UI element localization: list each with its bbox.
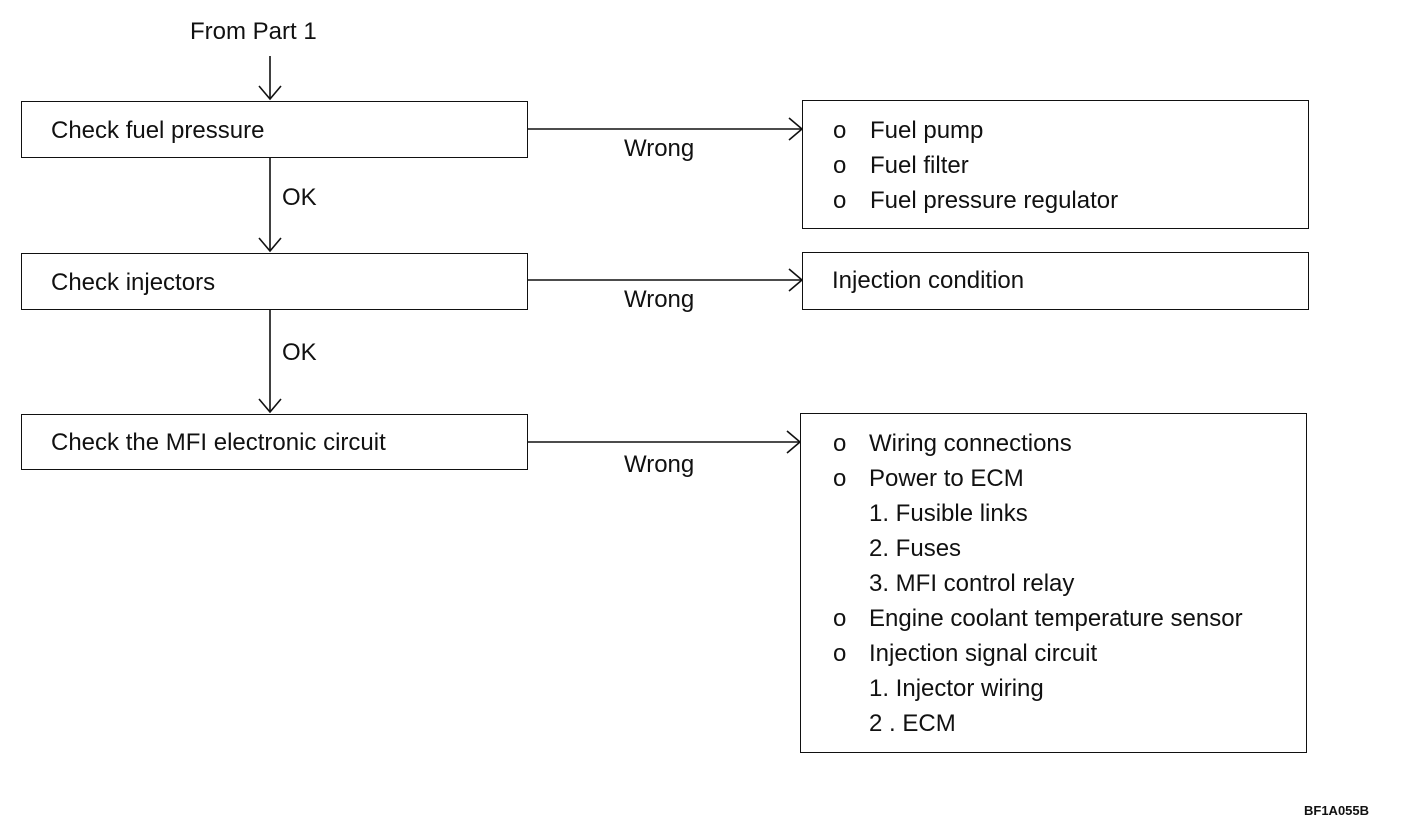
- bullet: o: [833, 605, 847, 632]
- result-box-circuit-checks: o Wiring connections o Power to ECM 1. F…: [800, 413, 1307, 753]
- sub-item-mfi-control-relay: 3. MFI control relay: [869, 570, 1075, 597]
- wrong-label-3: Wrong: [624, 451, 695, 478]
- bullet: o: [833, 430, 847, 457]
- result-item-fuel-pressure-regulator: Fuel pressure regulator: [870, 187, 1119, 214]
- sub-item-fusible-links: 1. Fusible links: [869, 500, 1028, 527]
- result-box-fuel-parts: o Fuel pump o Fuel filter o Fuel pressur…: [802, 100, 1309, 229]
- step-label-mfi-circuit: Check the MFI electronic circuit: [51, 429, 386, 456]
- wrong-label-2: Wrong: [624, 286, 695, 313]
- step-box-injectors: Check injectors: [21, 253, 528, 310]
- ok-arrowhead-2: [258, 398, 282, 414]
- sub-item-injector-wiring: 1. Injector wiring: [869, 675, 1044, 702]
- result-item-injection-condition: Injection condition: [832, 267, 1025, 294]
- step-box-fuel-pressure: Check fuel pressure: [21, 101, 528, 158]
- step-box-mfi-circuit: Check the MFI electronic circuit: [21, 414, 528, 470]
- start-label: From Part 1: [190, 18, 317, 45]
- ok-arrowhead-1: [258, 237, 282, 253]
- check-wiring-connections: Wiring connections: [869, 430, 1072, 457]
- sub-item-fuses: 2. Fuses: [869, 535, 962, 562]
- check-coolant-temp-sensor: Engine coolant temperature sensor: [869, 605, 1243, 632]
- sub-item-ecm: 2 . ECM: [869, 710, 956, 737]
- bullet: o: [833, 187, 847, 214]
- figure-id: BF1A055B: [1304, 803, 1370, 818]
- bullet: o: [833, 465, 847, 492]
- ok-label-2: OK: [282, 339, 317, 366]
- bullet: o: [833, 152, 847, 179]
- bullet: o: [833, 640, 847, 667]
- check-power-to-ecm: Power to ECM: [869, 465, 1024, 492]
- step-label-injectors: Check injectors: [51, 269, 216, 296]
- wrong-label-1: Wrong: [624, 135, 695, 162]
- start-arrowhead: [258, 85, 282, 101]
- check-injection-signal-circuit: Injection signal circuit: [869, 640, 1098, 667]
- result-box-injection-condition: Injection condition: [802, 252, 1309, 310]
- step-label-fuel-pressure: Check fuel pressure: [51, 117, 265, 144]
- result-item-fuel-pump: Fuel pump: [870, 117, 984, 144]
- ok-label-1: OK: [282, 184, 317, 211]
- bullet: o: [833, 117, 847, 144]
- result-item-fuel-filter: Fuel filter: [870, 152, 969, 179]
